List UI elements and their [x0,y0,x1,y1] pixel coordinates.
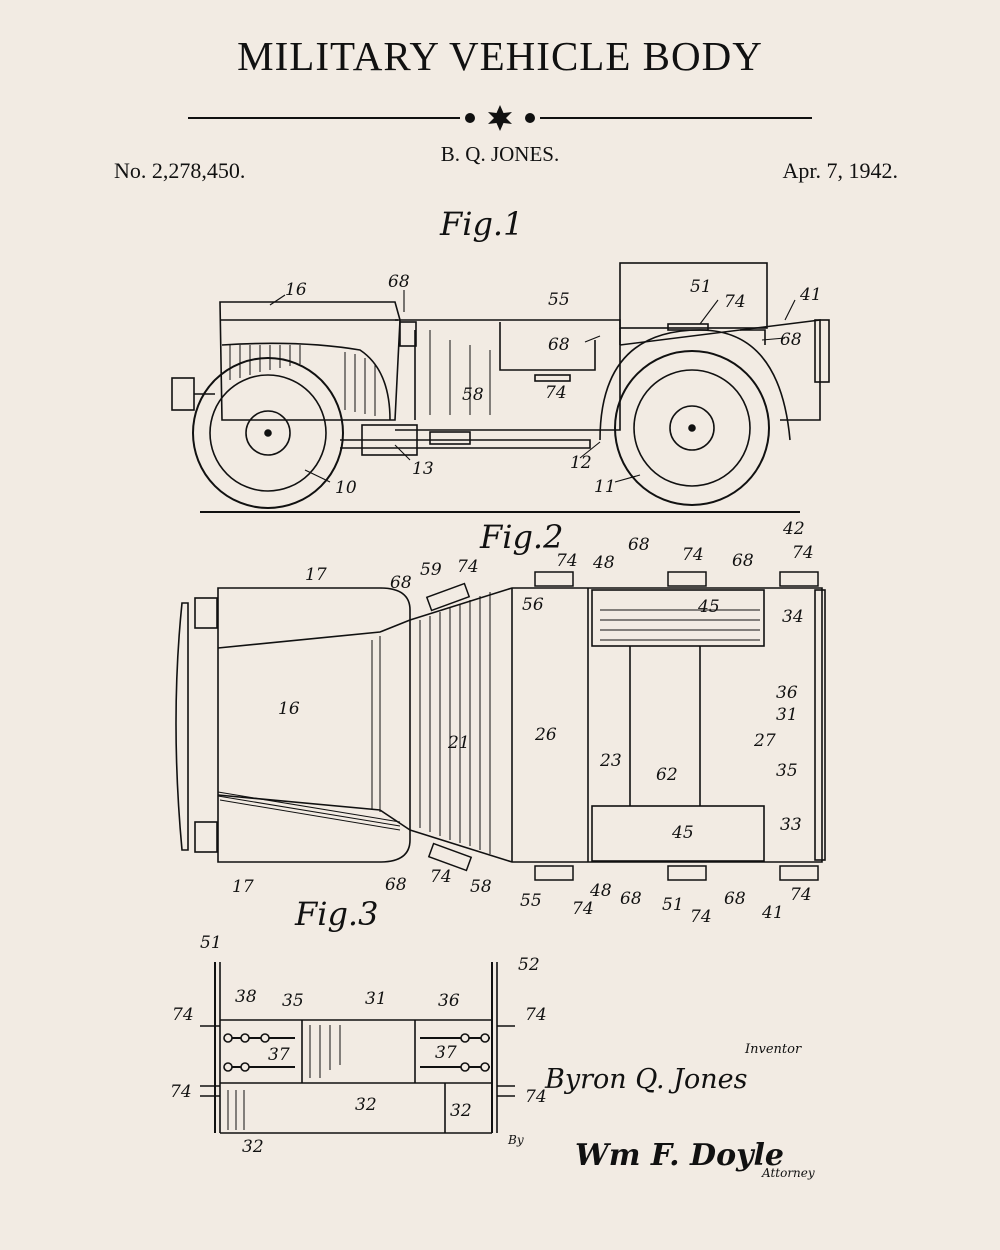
ref-label: 68 [548,335,570,355]
ref-label: 68 [732,551,754,571]
ref-label: 68 [385,875,407,895]
ref-label: 38 [235,987,257,1007]
ref-label: 51 [200,933,222,953]
signature-block: Inventor Byron Q. Jones By Wm F. Doyle A… [507,1042,815,1180]
fig2-reference-numerals: 17 68 59 74 56 74 48 68 74 68 42 74 45 3… [232,519,814,927]
ref-label: 68 [724,889,746,909]
fig2-top-view: Fig.2 [175,518,826,927]
ref-label: 32 [450,1101,472,1121]
ref-label: 55 [548,290,570,310]
ref-label: 42 [782,519,805,539]
ref-label: 36 [438,991,460,1011]
ref-label: 68 [620,889,642,909]
ref-label: 68 [390,573,412,593]
patent-date: Apr. 7, 1942. [782,158,899,183]
ref-label: 68 [780,330,802,350]
ref-label: 45 [697,597,720,617]
ref-label: 74 [430,867,452,887]
ref-label: 58 [470,877,492,897]
ref-label: 17 [305,565,327,585]
fig3-rear-section: Fig.3 [170,895,547,1157]
ref-label: 45 [671,823,694,843]
fig2-caption: Fig.2 [479,518,563,556]
title-divider [188,100,812,136]
ref-label: 62 [656,765,678,785]
ref-label: 41 [761,903,784,923]
front-wheel [192,357,344,509]
ref-label: 32 [355,1095,377,1115]
attorney-signature: Wm F. Doyle [575,1138,784,1173]
ref-label: 74 [556,551,578,571]
ref-label: 36 [776,683,798,703]
attorney-caption: Attorney [761,1166,815,1180]
ref-label: 74 [724,292,746,312]
ref-label: 56 [522,595,544,615]
ref-label: 41 [799,285,822,305]
ref-label: 31 [776,705,798,725]
page-title: MILITARY VEHICLE BODY [237,33,763,79]
ref-label: 74 [525,1087,547,1107]
ref-label: 37 [268,1045,290,1065]
ref-label: 16 [278,699,300,719]
inventor-caption: Inventor [744,1042,802,1057]
ref-label: 35 [776,761,798,781]
ref-label: 58 [462,385,484,405]
ref-label: 74 [172,1005,194,1025]
rear-wheel [614,350,770,506]
ref-label: 68 [628,535,650,555]
ref-label: 51 [662,895,684,915]
ref-label: 35 [282,991,304,1011]
inventor-name: B. Q. JONES. [440,142,560,166]
ref-label: 74 [545,383,567,403]
ref-label: 74 [525,1005,547,1025]
ref-label: 59 [420,560,442,580]
ref-label: 31 [365,989,387,1009]
ref-label: 16 [285,280,307,300]
fig1-reference-numerals: 16 68 55 51 74 41 68 68 58 74 13 12 10 1… [285,272,822,498]
ref-label: 13 [412,459,434,479]
ref-label: 17 [232,877,254,897]
ref-label: 37 [435,1043,457,1063]
star-ornament-icon [488,105,512,131]
ref-label: 74 [690,907,712,927]
ref-label: 74 [170,1082,192,1102]
ref-label: 55 [520,891,542,911]
fig3-caption: Fig.3 [294,895,378,933]
patent-number: No. 2,278,450. [114,158,246,183]
by-caption: By [507,1133,524,1147]
ref-label: 68 [388,272,410,292]
ref-label: 51 [690,277,712,297]
ref-label: 74 [792,543,814,563]
fig3-reference-numerals: 51 52 38 35 31 36 74 74 37 37 74 74 32 3… [170,933,547,1157]
fig1-caption: Fig.1 [439,205,523,243]
ref-label: 74 [572,899,594,919]
ref-label: 23 [599,751,622,771]
ref-label: 32 [242,1137,264,1157]
ref-label: 11 [594,477,616,497]
ref-label: 12 [570,453,592,473]
ref-label: 26 [534,725,557,745]
ref-label: 52 [518,955,540,975]
inventor-signature: Byron Q. Jones [544,1064,748,1095]
ref-label: 10 [335,478,357,498]
ref-label: 27 [753,731,776,751]
ref-label: 34 [782,607,804,627]
ref-label: 33 [780,815,802,835]
ref-label: 74 [457,557,479,577]
ref-label: 21 [447,733,470,753]
ref-label: 48 [589,881,612,901]
ref-label: 48 [592,553,615,573]
ref-label: 74 [682,545,704,565]
fig1-side-view: Fig.1 [171,205,830,513]
ref-label: 74 [790,885,812,905]
